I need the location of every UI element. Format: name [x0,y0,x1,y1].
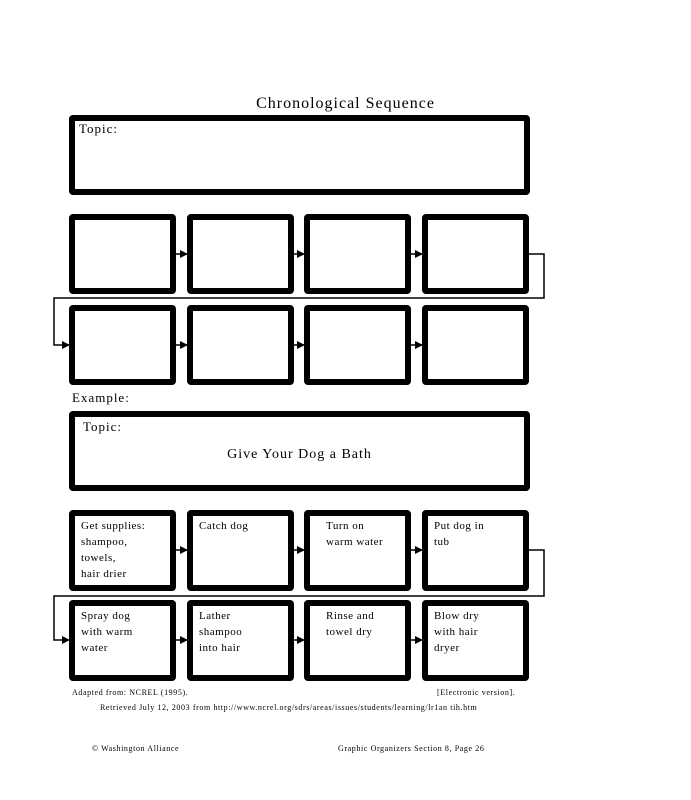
example-step-text-8: Blow dry with hair dryer [434,610,480,654]
blank-step-box-8[interactable] [422,305,529,385]
footer-section: Graphic Organizers Section 8, Page 26 [338,744,485,753]
blank-topic-label: Topic: [79,121,119,136]
example-topic-label: Topic: [83,419,123,434]
example-step-box-3: Turn on warm water [304,510,411,591]
footer-adapted: Adapted from: NCREL (1995). [72,688,189,697]
example-step-text-5: Spray dog with warm water [81,610,133,654]
example-step-text-4: Put dog in tub [434,520,485,548]
arrow-blank-wrap [53,253,545,349]
footer-retrieved: Retrieved July 12, 2003 from http://www.… [100,703,478,712]
example-step-box-5: Spray dog with warm water [69,600,176,681]
example-topic-box: Topic: Give Your Dog a Bath [69,411,530,491]
blank-step-box-3[interactable] [304,214,411,294]
example-step-text-1: Get supplies: shampoo, towels, hair drie… [81,520,146,580]
blank-step-box-4[interactable] [422,214,529,294]
blank-step-box-2[interactable] [187,214,294,294]
blank-step-box-1[interactable] [69,214,176,294]
blank-step-box-5[interactable] [69,305,176,385]
example-step-box-8: Blow dry with hair dryer [422,600,529,681]
example-step-box-1: Get supplies: shampoo, towels, hair drie… [69,510,176,591]
example-step-text-3: Turn on warm water [326,520,384,548]
footer-copyright: © Washington Alliance [92,744,180,753]
example-label: Example: [72,390,130,405]
example-step-text-6: Lather shampoo into hair [199,610,243,654]
example-step-box-2: Catch dog [187,510,294,591]
example-topic-value: Give Your Dog a Bath [227,447,372,462]
blank-step-box-7[interactable] [304,305,411,385]
blank-topic-box[interactable]: Topic: [69,115,530,195]
blank-step-box-6[interactable] [187,305,294,385]
example-step-text-2: Catch dog [199,520,249,532]
example-step-box-7: Rinse and towel dry [304,600,411,681]
arrow-example-wrap [53,549,545,644]
example-step-text-7: Rinse and towel dry [326,610,375,638]
page-title: Chronological Sequence [256,95,435,112]
example-step-box-4: Put dog in tub [422,510,529,591]
example-step-box-6: Lather shampoo into hair [187,600,294,681]
footer-electronic: [Electronic version]. [437,688,516,697]
